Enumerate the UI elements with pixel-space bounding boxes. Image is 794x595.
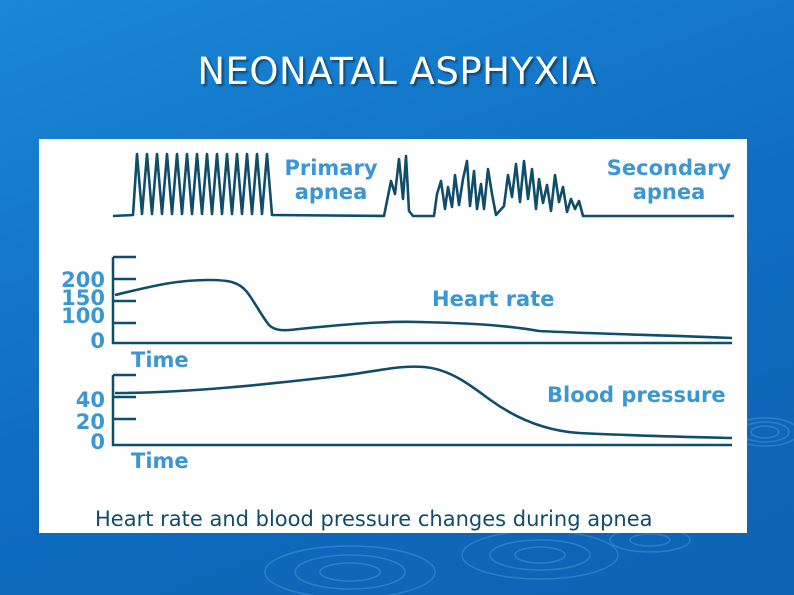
heart-rate-trace xyxy=(114,278,733,340)
hr-tick-0: 0 xyxy=(90,329,105,353)
respiration-trace xyxy=(112,152,734,218)
bp-time-label: Time xyxy=(131,449,189,473)
bp-tick-20: 20 xyxy=(76,410,105,434)
apnea-figure: Primary apnea Secondary apnea 200 150 10… xyxy=(39,139,747,533)
secondary-apnea-label-line2: apnea xyxy=(633,180,706,204)
apnea-diagram: Primary apnea Secondary apnea 200 150 10… xyxy=(61,152,734,531)
hr-tick-100: 100 xyxy=(61,304,105,328)
blood-pressure-trace xyxy=(114,365,733,440)
heart-rate-label: Heart rate xyxy=(432,287,555,311)
blood-pressure-label: Blood pressure xyxy=(547,383,726,407)
figure-caption: Heart rate and blood pressure changes du… xyxy=(95,507,653,531)
blood-pressure-axis xyxy=(111,373,732,447)
hr-tick-150: 150 xyxy=(61,286,105,310)
bp-tick-40: 40 xyxy=(76,388,105,412)
slide-title: NEONATAL ASPHYXIA xyxy=(197,50,597,93)
hr-time-label: Time xyxy=(131,348,189,372)
heart-rate-axis xyxy=(111,255,732,345)
bp-tick-0: 0 xyxy=(90,430,105,454)
secondary-apnea-label-line1: Secondary xyxy=(607,156,732,180)
hr-tick-200: 200 xyxy=(61,268,105,292)
primary-apnea-label-line1: Primary xyxy=(284,156,377,180)
primary-apnea-label-line2: apnea xyxy=(295,180,368,204)
